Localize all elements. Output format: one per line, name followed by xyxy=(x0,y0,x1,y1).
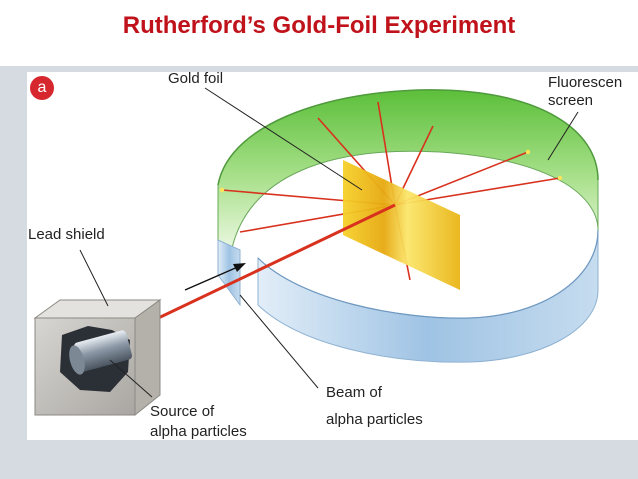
fluorescent-screen-ring xyxy=(217,89,599,363)
lead-shield-label: Lead shield xyxy=(28,226,105,243)
gold-foil-label: Gold foil xyxy=(168,70,224,87)
fluorescent-screen-label-line1: Fluorescen xyxy=(548,74,623,91)
fluorescent-screen-label-line2: screen xyxy=(548,92,594,109)
source-label-line2: alpha particles xyxy=(150,423,247,440)
alpha-beam xyxy=(149,203,396,324)
beam-arrow-icon xyxy=(184,263,246,291)
alpha-source-cylinder xyxy=(69,330,133,375)
gold-foil-sheet xyxy=(343,160,460,290)
source-label-line1: Source of xyxy=(150,403,215,420)
scintillation-dots xyxy=(219,149,563,193)
beam-label-line2: alpha particles xyxy=(326,411,423,428)
panel-label-badge: a xyxy=(30,76,54,100)
lead-shield-block xyxy=(33,299,162,417)
page-title: Rutherford’s Gold-Foil Experiment xyxy=(122,12,516,39)
leader-lines xyxy=(79,87,579,398)
beam-label-line1: Beam of xyxy=(326,384,382,401)
